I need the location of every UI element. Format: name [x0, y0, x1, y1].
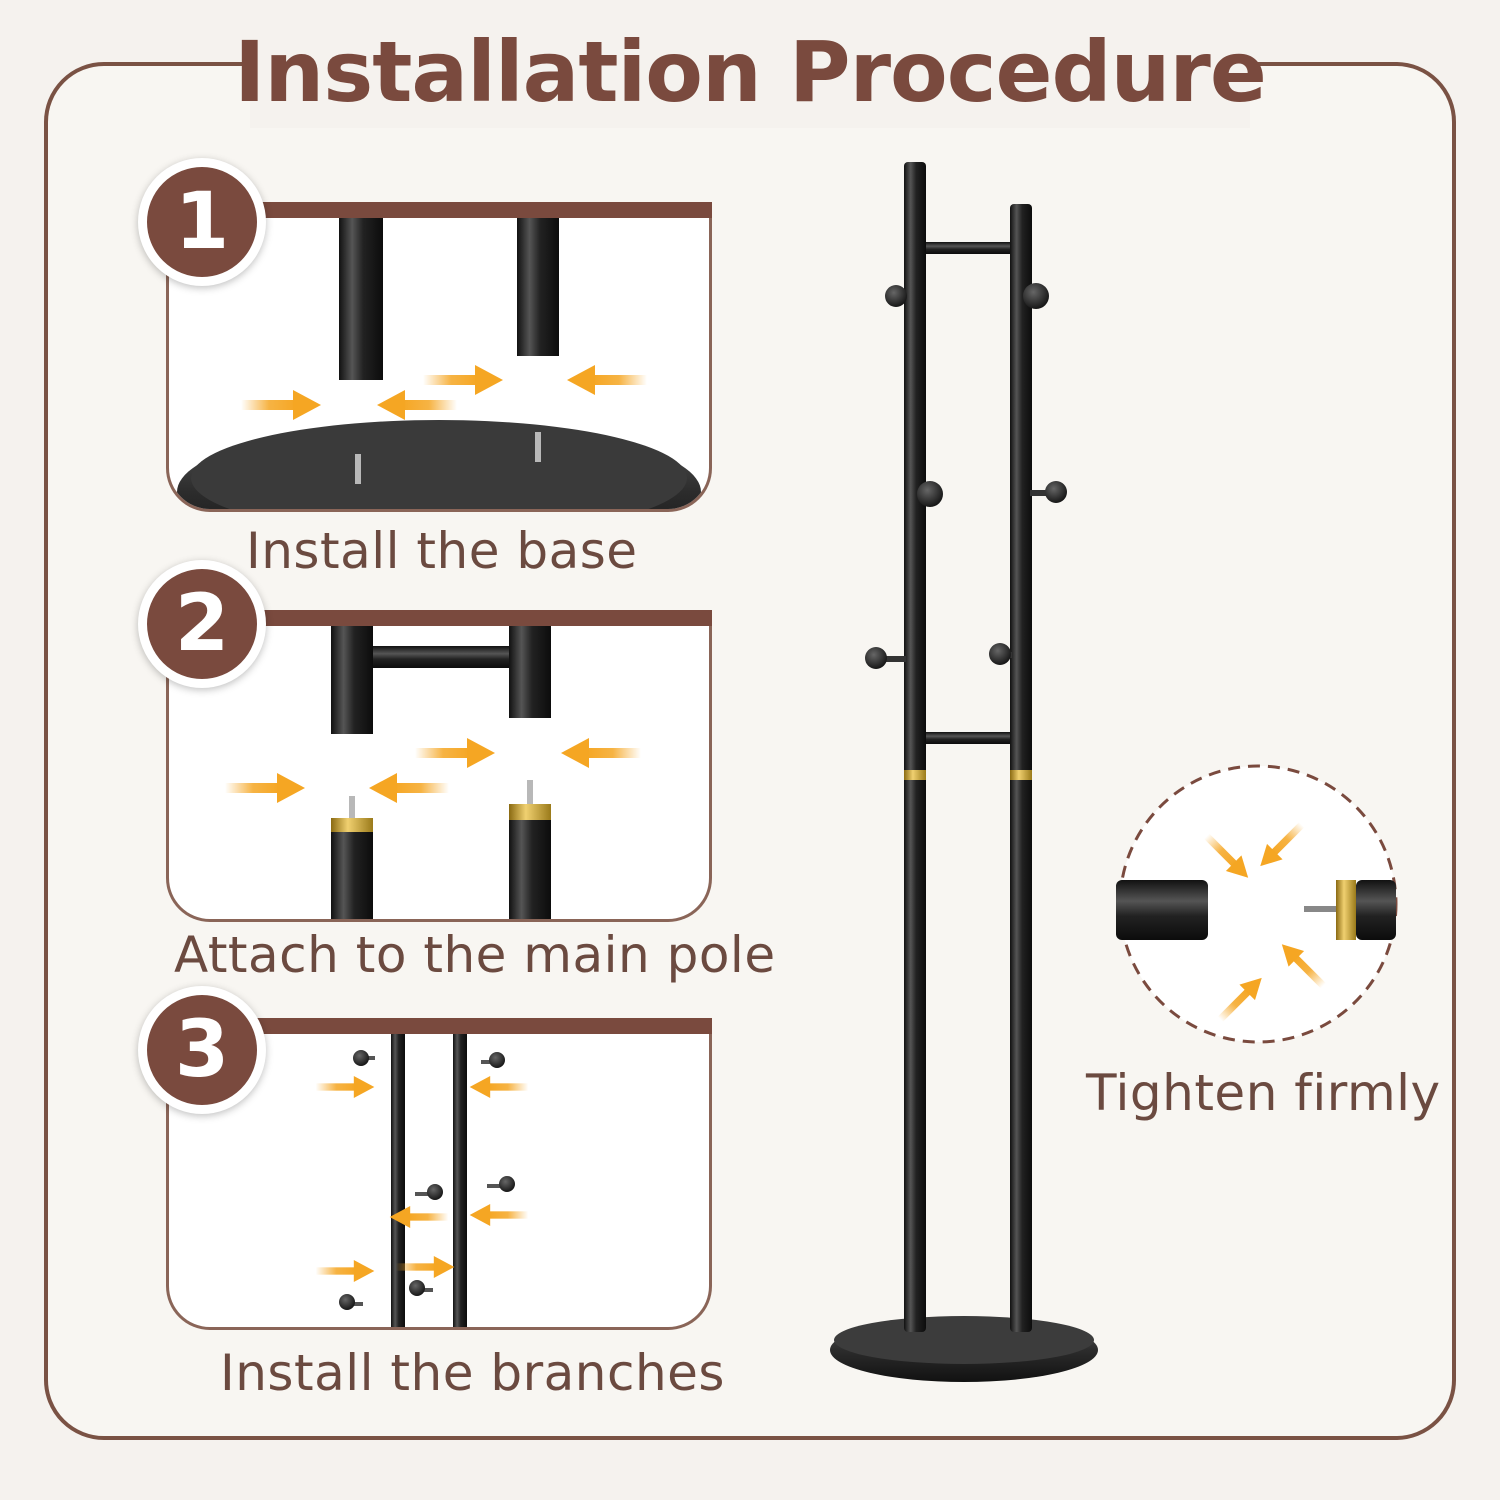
pole-joint-icon — [1116, 764, 1398, 1044]
pole-right — [453, 1026, 467, 1327]
arrow-icon — [315, 1076, 375, 1098]
step-1-bar — [196, 202, 712, 218]
arrow-icon — [561, 738, 641, 768]
pole-bottom-right — [509, 820, 551, 919]
arrow-icon — [377, 390, 457, 420]
hook — [353, 1050, 375, 1066]
stand-hook — [917, 481, 943, 507]
stand-hook — [1030, 481, 1067, 503]
detail-pole-tip — [1356, 880, 1396, 940]
arrow-icon — [315, 1260, 375, 1282]
pole-right — [509, 618, 551, 718]
arrow-icon — [241, 390, 321, 420]
hook — [487, 1176, 515, 1192]
stand-pole-left — [904, 162, 926, 1332]
stand-hook — [885, 285, 907, 307]
stand-ring-left — [904, 770, 926, 780]
detail-brass-ring — [1336, 880, 1356, 940]
screw-stud — [349, 796, 355, 818]
title-background — [250, 18, 1250, 128]
arrow-icon — [469, 1204, 529, 1226]
pole-right — [517, 210, 559, 356]
arrow-icon — [225, 773, 305, 803]
step-1-caption: Install the base — [246, 522, 638, 580]
step-2-badge: 2 — [138, 560, 266, 688]
stand-hook — [865, 647, 906, 669]
detail-pole-end — [1116, 880, 1208, 940]
stand-crossbar-bottom — [926, 732, 1010, 744]
stand-hook — [989, 643, 1012, 665]
hook — [409, 1280, 433, 1296]
step-2-caption: Attach to the main pole — [174, 926, 776, 984]
screw-stud-left — [355, 454, 361, 484]
pole-left — [331, 618, 373, 734]
step-3-badge: 3 — [138, 986, 266, 1114]
arrow-icon — [369, 773, 449, 803]
arrow-icon — [469, 1076, 529, 1098]
step-1-badge: 1 — [138, 158, 266, 286]
screw-stud-right — [535, 432, 541, 462]
step-3-caption: Install the branches — [220, 1344, 725, 1402]
stand-pole-right — [1010, 204, 1032, 1332]
arrow-icon — [415, 738, 495, 768]
hook — [415, 1184, 443, 1200]
step-2-bar — [196, 610, 712, 626]
detail-screw — [1304, 906, 1340, 912]
pole-left — [391, 1026, 405, 1327]
detail-caption: Tighten firmly — [1086, 1064, 1441, 1122]
crossbar — [373, 646, 509, 668]
pole-bottom-left — [331, 832, 373, 919]
screw-stud — [527, 780, 533, 806]
arrow-icon — [423, 365, 503, 395]
hook — [339, 1294, 363, 1310]
hook — [481, 1052, 505, 1068]
stand-ring-right — [1010, 770, 1032, 780]
brass-ring-left — [331, 818, 373, 832]
page-title: Installation Procedure — [234, 23, 1267, 121]
step-2-panel — [166, 618, 712, 922]
arrow-icon — [567, 365, 647, 395]
step-3-bar — [196, 1018, 712, 1034]
step-1-panel — [166, 210, 712, 512]
coat-rack-icon — [830, 162, 1098, 1382]
stand-crossbar-top — [926, 242, 1010, 254]
brass-ring-right — [509, 804, 551, 820]
pole-left — [339, 210, 383, 380]
stand-hook — [1023, 283, 1049, 309]
